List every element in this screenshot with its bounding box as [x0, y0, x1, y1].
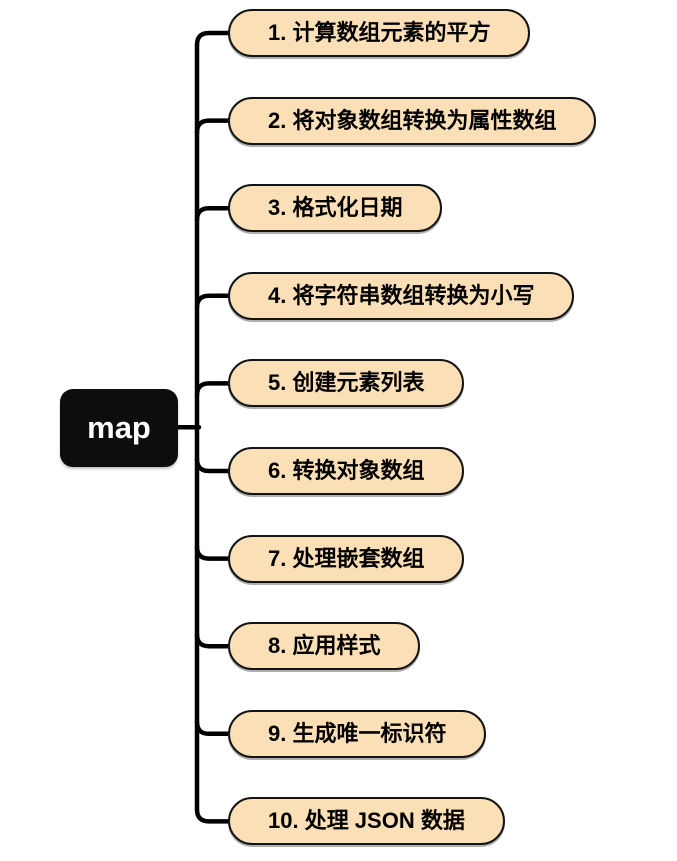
branch-node-6[interactable]: 6. 转换对象数组: [228, 447, 465, 495]
connector-line: [194, 118, 235, 135]
connector-line: [194, 456, 235, 474]
connector-line: [194, 205, 235, 223]
connector-line: [194, 30, 235, 48]
connector-line: [194, 719, 235, 737]
branch-node-10[interactable]: 10. 处理 JSON 数据: [228, 797, 505, 846]
connector-line: [194, 631, 235, 649]
connector-line: [194, 807, 235, 824]
branch-node-1[interactable]: 1. 计算数组元素的平方: [228, 9, 531, 57]
branch-node-7[interactable]: 7. 处理嵌套数组: [228, 534, 465, 583]
connector-line: [194, 381, 235, 398]
connector-line: [194, 544, 235, 561]
root-node-map[interactable]: map: [60, 389, 178, 467]
branch-node-4[interactable]: 4. 将字符串数组转换为小写: [228, 271, 575, 320]
branch-node-5[interactable]: 5. 创建元素列表: [228, 359, 465, 408]
branch-node-3[interactable]: 3. 格式化日期: [228, 184, 443, 233]
connector-line: [194, 293, 235, 311]
branch-node-2[interactable]: 2. 将对象数组转换为属性数组: [228, 96, 597, 145]
branch-node-8[interactable]: 8. 应用样式: [228, 622, 421, 671]
branch-node-9[interactable]: 9. 生成唯一标识符: [228, 709, 487, 758]
